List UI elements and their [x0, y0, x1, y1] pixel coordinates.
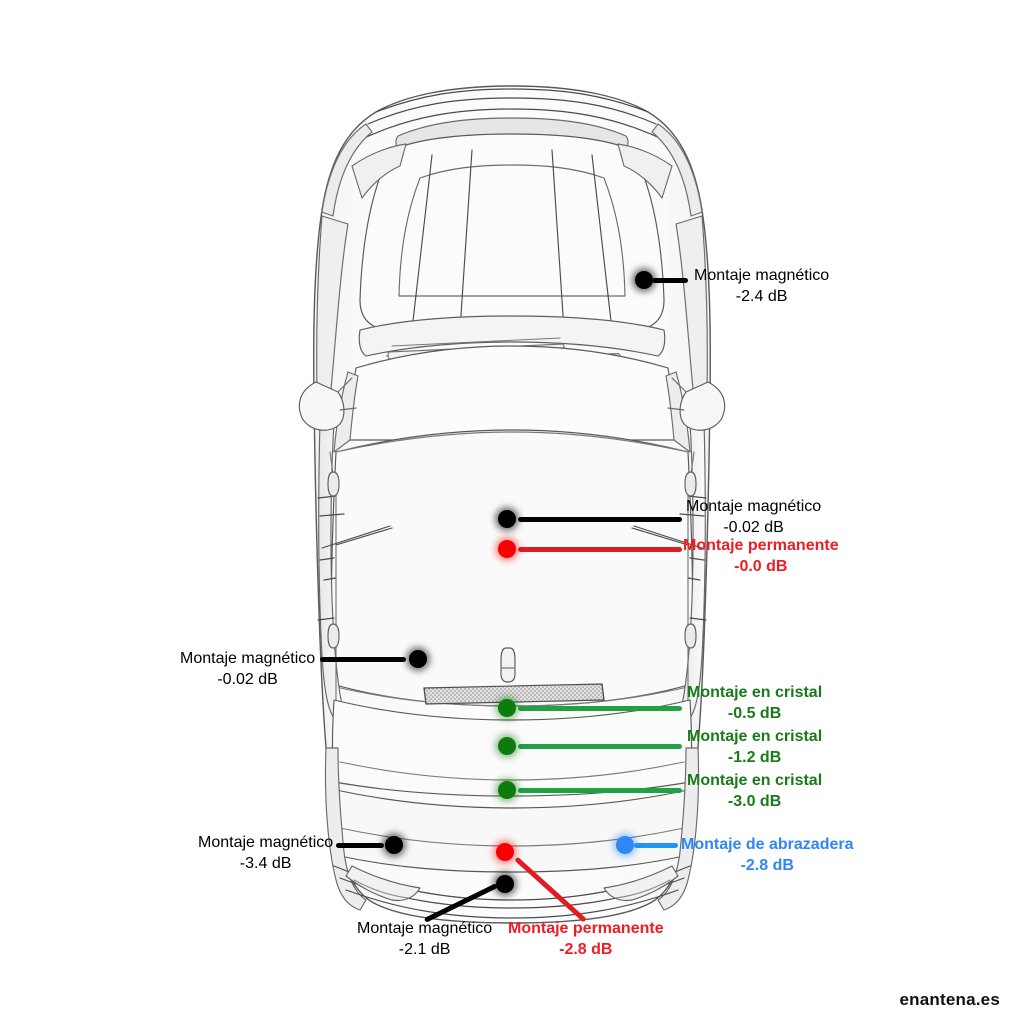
callout-roof-center-permanent: Montaje permanente -0.0 dB — [683, 535, 839, 577]
callout-line-2: -0.0 dB — [734, 558, 788, 575]
callout-line-1: Montaje de abrazadera — [681, 836, 854, 853]
callout-line-2: -2.8 dB — [559, 941, 613, 958]
marker-roof-front-magnetic[interactable] — [635, 271, 653, 289]
leader-roof-center-magnetic — [518, 517, 682, 522]
marker-roof-center-magnetic[interactable] — [498, 510, 516, 528]
callout-line-1: Montaje en cristal — [687, 728, 823, 745]
callout-line-2: -0.02 dB — [723, 519, 784, 536]
callout-glass-2: Montaje en cristal -1.2 dB — [687, 726, 822, 768]
callout-line-2: -3.4 dB — [239, 855, 292, 872]
callout-roof-front-magnetic: Montaje magnético -2.4 dB — [694, 265, 829, 307]
callout-clamp: Montaje de abrazadera -2.8 dB — [681, 834, 854, 876]
callout-rear-left-corner-magnetic: Montaje magnético -3.4 dB — [198, 832, 333, 874]
callout-rear-bottom-permanent: Montaje permanente -2.8 dB — [508, 918, 664, 960]
marker-glass-3[interactable] — [498, 781, 516, 799]
callout-glass-3: Montaje en cristal -3.0 dB — [687, 770, 822, 812]
callout-line-2: -3.0 dB — [727, 793, 782, 810]
callout-line-2: -2.1 dB — [398, 941, 451, 958]
leader-rear-left-magnetic — [320, 657, 406, 662]
callout-rear-left-magnetic: Montaje magnético -0.02 dB — [180, 648, 315, 690]
callout-line-1: Montaje en cristal — [687, 684, 823, 701]
site-watermark: enantena.es — [899, 990, 1000, 1009]
leader-roof-front-magnetic — [652, 278, 688, 283]
callout-rear-bottom-magnetic: Montaje magnético -2.1 dB — [357, 918, 492, 960]
leader-glass-3 — [518, 788, 682, 793]
callout-roof-center-magnetic: Montaje magnético -0.02 dB — [686, 496, 821, 538]
marker-glass-1[interactable] — [498, 699, 516, 717]
callout-line-2: -2.8 dB — [740, 857, 794, 874]
leader-glass-1 — [518, 706, 682, 711]
callout-line-2: -0.5 dB — [727, 705, 782, 722]
marker-rear-bottom-permanent[interactable] — [496, 843, 514, 861]
callout-glass-1: Montaje en cristal -0.5 dB — [687, 682, 822, 724]
marker-rear-bottom-magnetic[interactable] — [496, 875, 514, 893]
leader-roof-center-permanent — [518, 547, 682, 552]
callout-line-2: -0.02 dB — [217, 671, 278, 688]
callout-line-1: Montaje magnético — [198, 834, 334, 851]
marker-rear-left-magnetic[interactable] — [409, 650, 427, 668]
callout-line-1: Montaje magnético — [180, 650, 316, 667]
callout-line-1: Montaje magnético — [357, 920, 493, 937]
callout-line-2: -2.4 dB — [735, 288, 788, 305]
leader-rear-left-corner-magnetic — [336, 843, 384, 848]
leader-glass-2 — [518, 744, 682, 749]
callout-line-1: Montaje magnético — [686, 498, 822, 515]
callout-line-1: Montaje permanente — [683, 537, 839, 554]
marker-clamp[interactable] — [616, 836, 634, 854]
callout-line-2: -1.2 dB — [727, 749, 782, 766]
leader-clamp — [634, 843, 678, 848]
marker-rear-left-corner-magnetic[interactable] — [385, 836, 403, 854]
marker-roof-center-permanent[interactable] — [498, 540, 516, 558]
callout-line-1: Montaje magnético — [694, 267, 830, 284]
callout-line-1: Montaje permanente — [508, 920, 664, 937]
marker-glass-2[interactable] — [498, 737, 516, 755]
callout-line-1: Montaje en cristal — [687, 772, 823, 789]
